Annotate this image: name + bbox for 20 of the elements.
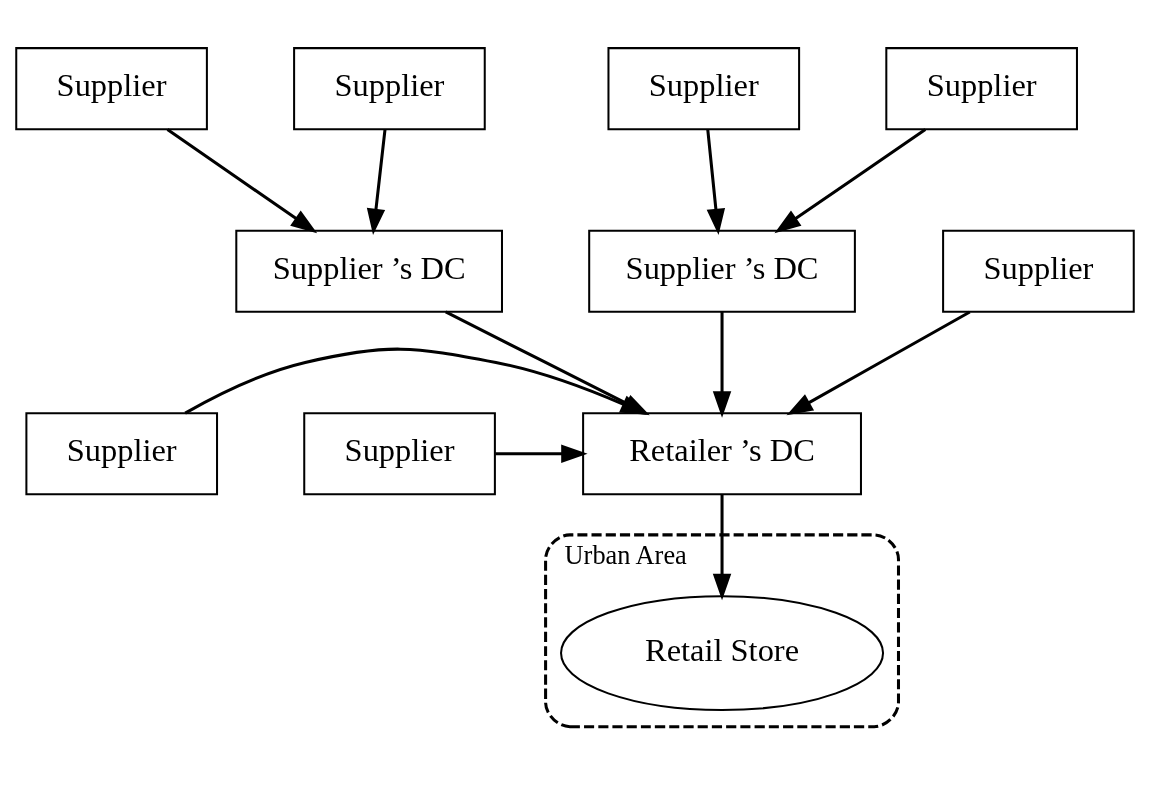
arrow: [166, 128, 318, 234]
arrow: [786, 310, 971, 416]
node-box: Supplier: [303, 412, 496, 496]
node-box: Supplier: [607, 47, 801, 131]
node-ellipse: Retail Store: [560, 595, 885, 712]
node-box: Supplier: [885, 47, 1078, 131]
node-box: Supplier ’s DC: [588, 229, 856, 313]
node-box: Retailer ’s DC: [582, 412, 862, 496]
arrow: [706, 129, 726, 236]
node-box: Supplier: [25, 412, 219, 496]
node-box: Supplier: [942, 229, 1135, 313]
arrow: [184, 347, 647, 415]
arrow: [495, 444, 588, 463]
arrow: [712, 311, 732, 418]
node-box: Supplier: [293, 47, 486, 131]
arrow: [774, 128, 927, 234]
arrow: [366, 129, 387, 236]
arrow: [712, 494, 732, 601]
node-box: Supplier: [15, 47, 208, 131]
node-box: Supplier ’s DC: [235, 229, 503, 313]
